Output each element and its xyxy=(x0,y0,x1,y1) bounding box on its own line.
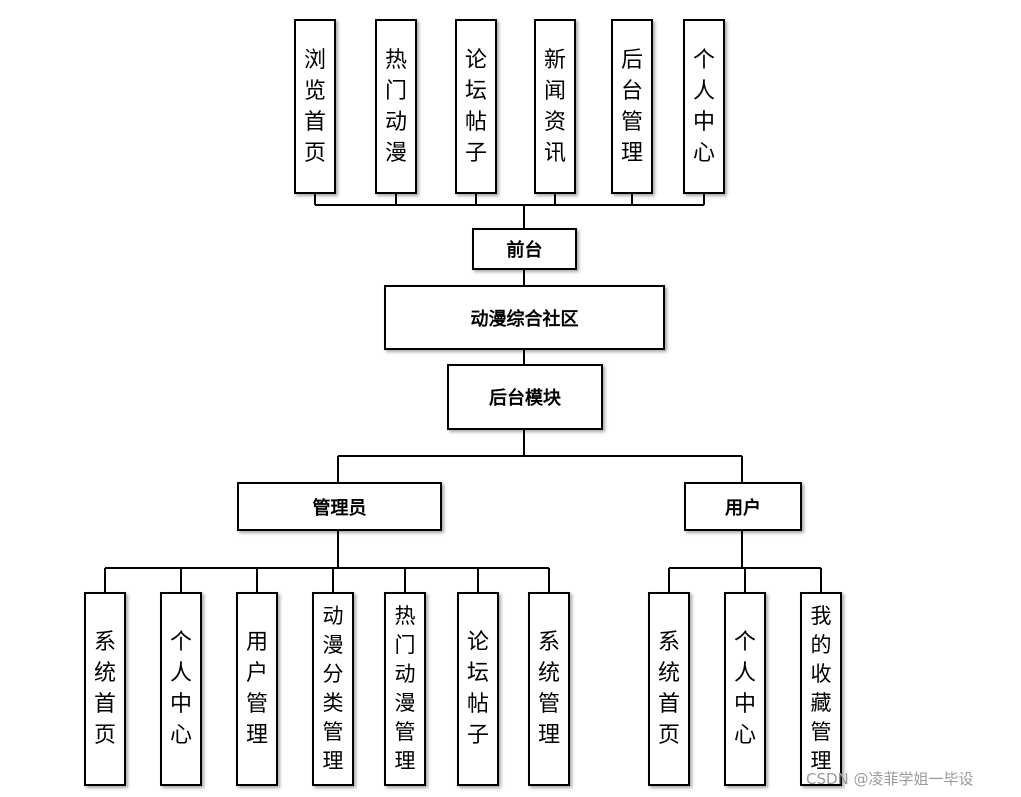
admin-item-system-home: 系统首页 xyxy=(84,592,126,786)
user-node-label: 用户 xyxy=(725,497,761,519)
backend-module-node: 后台模块 xyxy=(447,364,603,430)
admin-item-label: 系统首页 xyxy=(93,630,116,748)
watermark-text: CSDN @凌菲学姐一毕设 xyxy=(806,770,974,788)
front-item-news: 新闻资讯 xyxy=(534,19,576,194)
frontend-node-label: 前台 xyxy=(506,240,543,261)
user-item-label: 我的收藏管理 xyxy=(810,604,832,773)
system-node: 动漫综合社区 xyxy=(384,285,665,350)
user-item-my-favorites-management: 我的收藏管理 xyxy=(800,592,842,786)
admin-item-label: 热门动漫管理 xyxy=(394,604,416,773)
admin-item-anime-category-management: 动漫分类管理 xyxy=(312,592,354,786)
admin-item-personal-center: 个人中心 xyxy=(160,592,202,786)
admin-item-label: 个人中心 xyxy=(169,630,192,748)
front-item-browse-home: 浏览首页 xyxy=(294,19,336,194)
front-item-hot-anime: 热门动漫 xyxy=(375,19,417,194)
admin-item-label: 论坛帖子 xyxy=(466,630,489,748)
frontend-node: 前台 xyxy=(472,228,577,270)
backend-module-label: 后台模块 xyxy=(489,388,561,409)
admin-node-label: 管理员 xyxy=(312,497,367,519)
front-item-label: 个人中心 xyxy=(692,47,715,166)
admin-item-label: 用户管理 xyxy=(245,630,268,748)
admin-node: 管理员 xyxy=(237,482,442,531)
user-item-personal-center: 个人中心 xyxy=(724,592,766,786)
user-item-label: 个人中心 xyxy=(733,630,756,748)
front-item-forum-posts: 论坛帖子 xyxy=(455,19,497,194)
user-node: 用户 xyxy=(684,482,802,531)
front-item-personal-center: 个人中心 xyxy=(683,19,725,194)
admin-item-system-management: 系统管理 xyxy=(528,592,570,786)
admin-item-forum-posts: 论坛帖子 xyxy=(457,592,499,786)
front-item-label: 新闻资讯 xyxy=(543,47,566,166)
user-item-system-home: 系统首页 xyxy=(648,592,690,786)
front-item-backend-management: 后台管理 xyxy=(611,19,653,194)
front-item-label: 论坛帖子 xyxy=(464,47,487,166)
admin-item-hot-anime-management: 热门动漫管理 xyxy=(384,592,426,786)
front-item-label: 后台管理 xyxy=(620,47,643,166)
front-item-label: 热门动漫 xyxy=(384,47,407,166)
system-node-label: 动漫综合社区 xyxy=(470,308,579,330)
admin-item-label: 系统管理 xyxy=(537,630,560,748)
admin-item-user-management: 用户管理 xyxy=(236,592,278,786)
front-item-label: 浏览首页 xyxy=(303,47,326,166)
user-item-label: 系统首页 xyxy=(657,630,680,748)
admin-item-label: 动漫分类管理 xyxy=(322,604,344,773)
